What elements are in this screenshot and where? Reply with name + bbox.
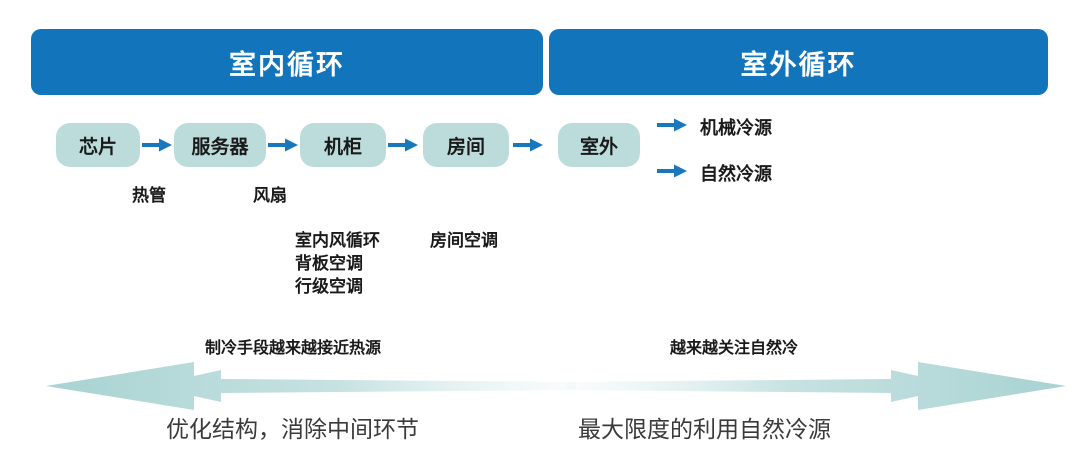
cooling-method-item: 背板空调 (295, 254, 363, 274)
flow-node-outdoor: 室外 (558, 123, 640, 167)
flow-arrow-icon (513, 137, 543, 153)
flow-arrow-icon (268, 137, 298, 153)
flow-node-label: 服务器 (191, 135, 249, 158)
flow-node-server: 服务器 (174, 123, 266, 167)
header-band-indoor: 室内循环 (31, 29, 543, 95)
big-arrow-right (566, 358, 1066, 414)
component-label-fan: 风扇 (253, 186, 287, 206)
header-title-indoor: 室内循环 (229, 49, 345, 81)
flow-arrow-icon (388, 137, 418, 153)
flow-node-label: 机柜 (323, 135, 362, 158)
flow-arrow-icon (142, 137, 172, 153)
cooling-source-arrow-icon (657, 117, 687, 133)
trend-caption-left: 制冷手段越来越接近热源 (205, 338, 382, 357)
flow-node-label: 芯片 (78, 135, 117, 158)
trend-caption-right: 越来越关注自然冷 (670, 338, 799, 357)
flow-node-cabinet: 机柜 (300, 123, 386, 167)
header-band-outdoor: 室外循环 (549, 29, 1048, 95)
cooling-method-item: 行级空调 (295, 277, 363, 297)
flow-node-label: 室外 (579, 135, 618, 158)
cooling-methods-column-left: 室内风循环 背板空调 行级空调 (295, 230, 380, 299)
cooling-method-item: 室内风循环 (295, 231, 380, 251)
cooling-source-mechanical: 机械冷源 (700, 118, 772, 139)
flow-node-chip: 芯片 (56, 123, 140, 167)
bottom-caption-right: 最大限度的利用自然冷源 (578, 417, 831, 443)
flow-node-room: 房间 (423, 123, 509, 167)
cooling-source-natural: 自然冷源 (700, 164, 772, 185)
cooling-source-arrow-icon (657, 163, 687, 179)
cooling-methods-column-right: 房间空调 (430, 231, 498, 251)
big-arrow-left (46, 358, 576, 414)
bottom-caption-left: 优化结构，消除中间环节 (166, 417, 419, 443)
component-label-heatpipe: 热管 (132, 186, 166, 206)
flow-node-label: 房间 (446, 135, 485, 158)
header-title-outdoor: 室外循环 (740, 49, 857, 81)
